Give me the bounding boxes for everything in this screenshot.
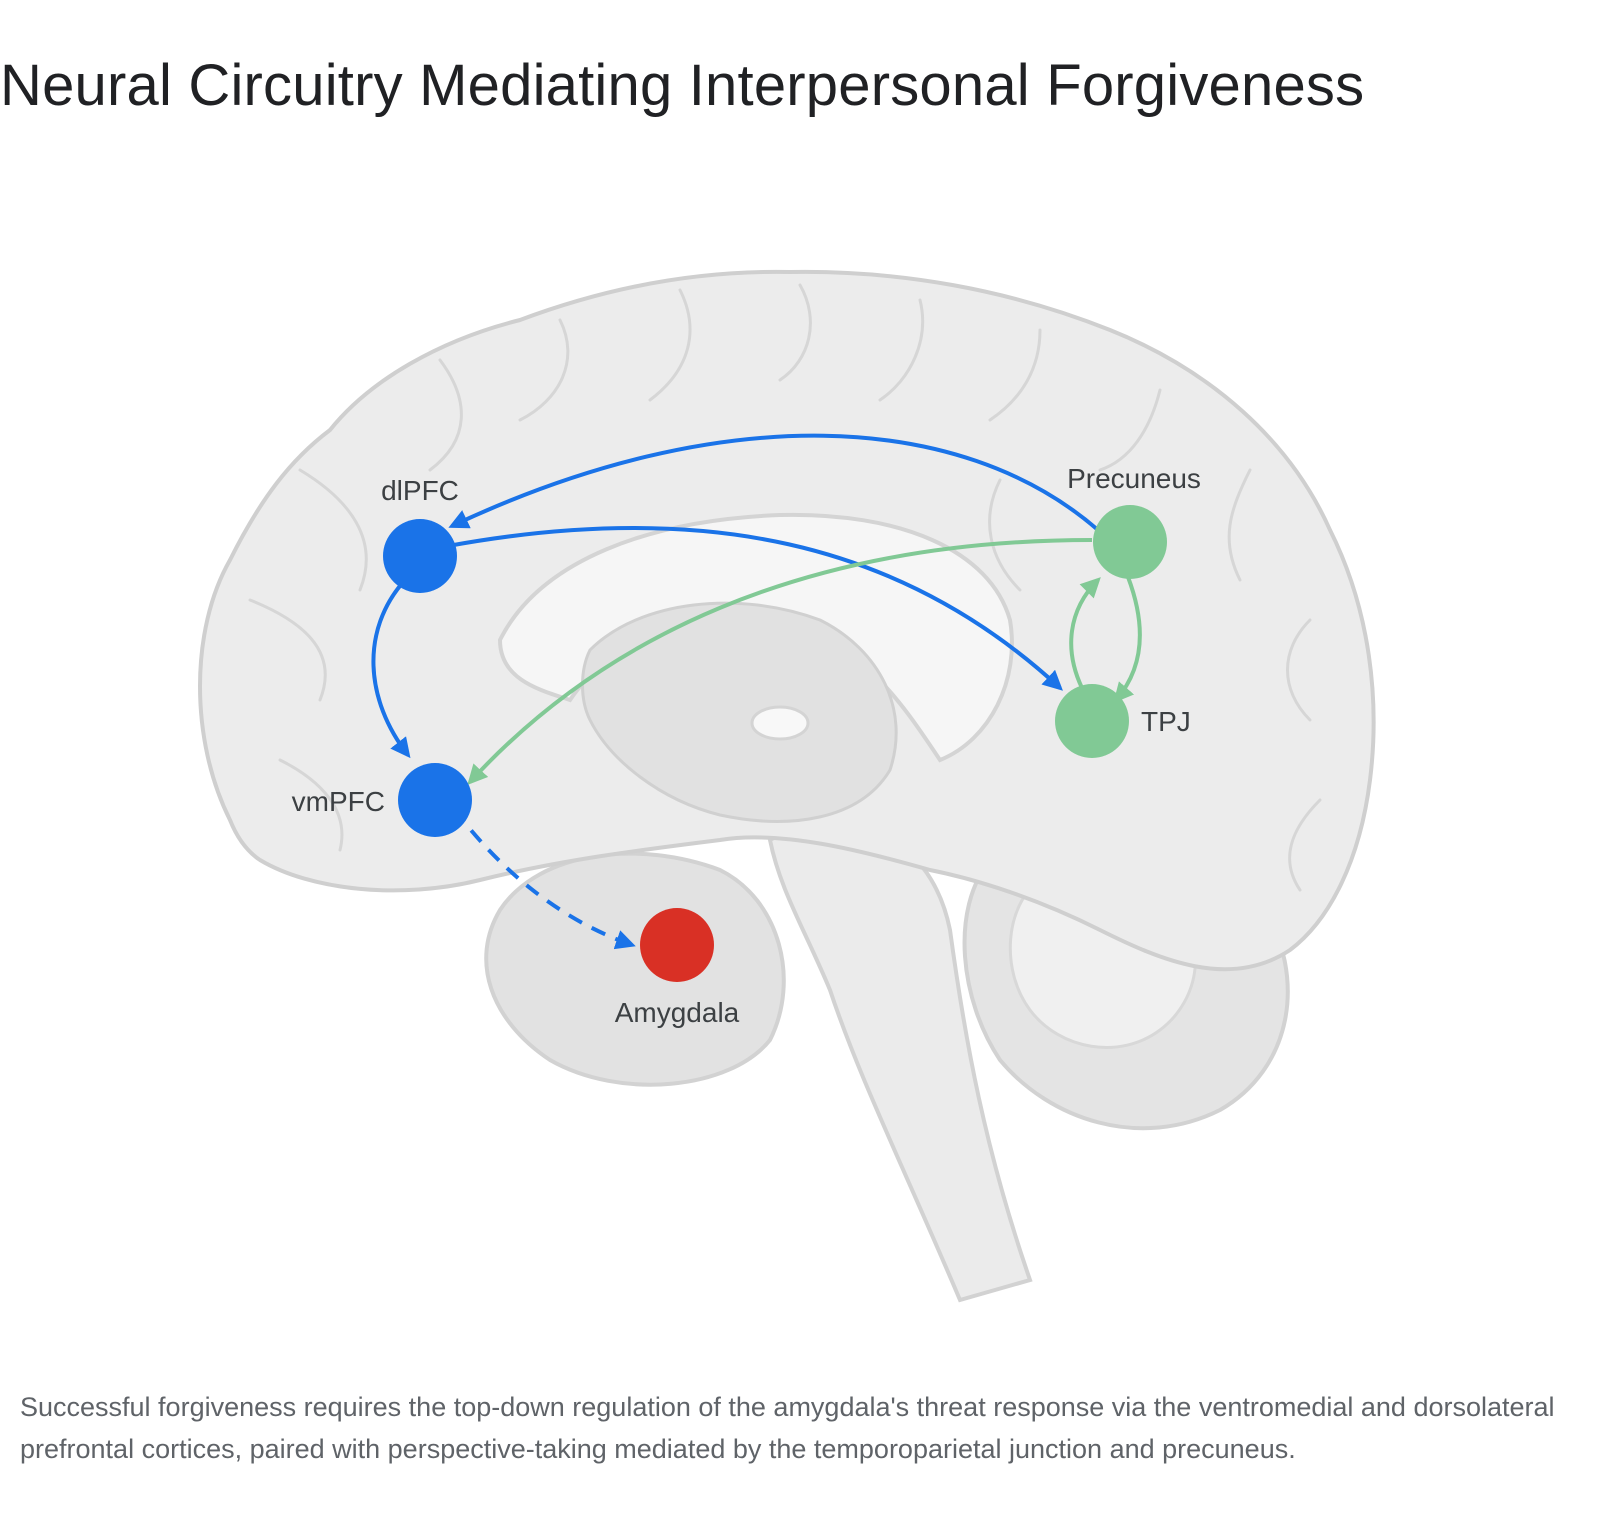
page-title: Neural Circuitry Mediating Interpersonal… — [0, 53, 1365, 118]
tpj-node — [1055, 684, 1129, 758]
amygdala-node — [640, 908, 714, 982]
connection-precuneus-to-vmpfc — [467, 538, 1093, 785]
connection-dlpfc-to-tpj — [447, 525, 1063, 691]
thalamus — [581, 601, 898, 823]
vmpfc-node — [398, 763, 472, 837]
connection-precuneus-to-dlpfc — [448, 433, 1100, 532]
precuneus-label: Precuneus — [1067, 463, 1201, 494]
amygdala-label: Amygdala — [615, 997, 740, 1028]
ventricle — [750, 705, 810, 741]
region-nodes — [383, 505, 1167, 982]
figure-caption: Successful forgiveness requires the top-… — [20, 1392, 1555, 1464]
brain-diagram: dlPFC vmPFC Precuneus TPJ Amygdala — [198, 269, 1376, 1303]
brain-anatomy — [198, 269, 1376, 1303]
region-labels: dlPFC vmPFC Precuneus TPJ Amygdala — [292, 463, 1201, 1028]
tpj-label: TPJ — [1141, 706, 1191, 737]
connection-vmpfc-to-amygdala — [453, 808, 636, 950]
connections — [371, 433, 1142, 950]
precuneus-node — [1093, 505, 1167, 579]
dlpfc-node — [383, 519, 457, 593]
connection-dlpfc-to-vmpfc — [371, 578, 411, 759]
connection-precuneus-to-tpj — [1113, 576, 1142, 704]
vmpfc-label: vmPFC — [292, 786, 385, 817]
connection-tpj-to-precuneus — [1069, 577, 1101, 689]
dlpfc-label: dlPFC — [381, 475, 459, 506]
